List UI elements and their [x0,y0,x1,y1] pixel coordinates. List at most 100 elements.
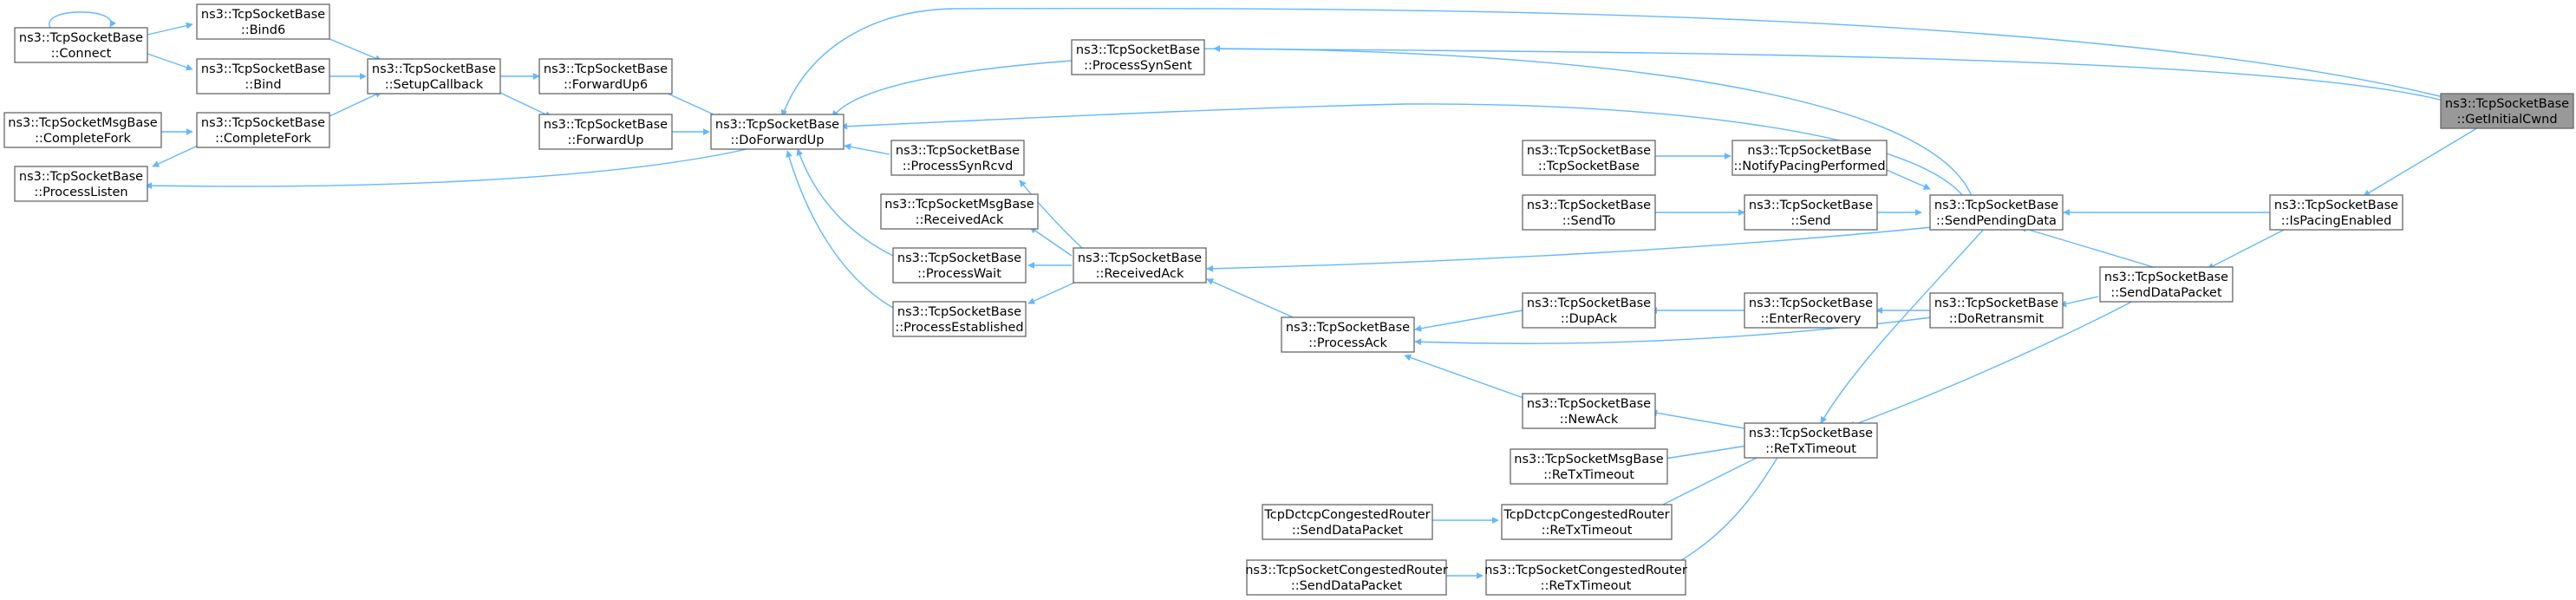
node-processack[interactable]: ns3::TcpSocketBase ::ProcessAck [1281,316,1415,353]
node-processwait-line2: ::ProcessWait [917,267,1001,281]
node-forwardup[interactable]: ns3::TcpSocketBase ::ForwardUp [538,114,673,150]
node-sendto-line2: ::SendTo [1562,214,1616,228]
node-retxtimeout[interactable]: ns3::TcpSocketBase ::ReTxTimeout [1744,422,1878,459]
edge-dupack-to-processack [1414,310,1523,332]
node-doforwardup[interactable]: ns3::TcpSocketBase ::DoForwardUp [710,114,845,150]
edge-sendpendingdata-to-processsynsent [1213,45,1973,197]
node-completefork[interactable]: ns3::TcpSocketBase ::CompleteFork [196,112,330,148]
node-enterrecovery[interactable]: ns3::TcpSocketBase ::EnterRecovery [1744,292,1878,329]
node-setupcallback[interactable]: ns3::TcpSocketBase ::SetupCallback [367,58,501,95]
node-newack[interactable]: ns3::TcpSocketBase ::NewAck [1522,393,1656,429]
node-enterrecovery-line2: ::EnterRecovery [1761,312,1862,326]
node-sendpendingdata[interactable]: ns3::TcpSocketBase ::SendPendingData [1929,194,2064,231]
node-receivedack-line2: ::ReceivedAck [1096,267,1184,281]
node-processestablished[interactable]: ns3::TcpSocketBase ::ProcessEstablished [892,301,1027,337]
edge-senddatapacket-to-retxtimeout [1848,296,2142,428]
node-doretransmit[interactable]: ns3::TcpSocketBase ::DoRetransmit [1929,292,2064,329]
node-bind6-line1: ns3::TcpSocketBase [201,8,325,22]
node-tcpsocketbase-line2: ::TcpSocketBase [1538,160,1640,173]
node-processlisten[interactable]: ns3::TcpSocketBase ::ProcessListen [14,166,148,202]
node-msg-receivedack-line1: ns3::TcpSocketMsgBase [884,198,1034,212]
node-senddatapacket[interactable]: ns3::TcpSocketBase ::SendDataPacket [2099,266,2234,303]
node-receivedack-line1: ns3::TcpSocketBase [1078,251,1202,265]
node-connect[interactable]: ns3::TcpSocketBase ::Connect [14,27,148,63]
edge-getinitialcwnd-to-ispacingenabled [2363,121,2489,197]
node-send[interactable]: ns3::TcpSocketBase ::Send [1744,194,1878,231]
edge-setupcallback-to-forwardup [498,91,552,118]
edge-processsynsent-to-doforwardup [831,60,1073,118]
node-msg-retxtimeout-line2: ::ReTxTimeout [1543,468,1634,482]
node-setupcallback-line2: ::SetupCallback [385,78,484,92]
node-congested-senddatapacket[interactable]: ns3::TcpSocketCongestedRouter ::SendData… [1245,559,1448,596]
node-processsynrcvd[interactable]: ns3::TcpSocketBase ::ProcessSynRcvd [890,140,1025,176]
node-doforwardup-line1: ns3::TcpSocketBase [715,118,839,132]
node-processack-line2: ::ProcessAck [1308,336,1387,350]
edge-newack-to-processack [1404,354,1527,400]
node-send-line2: ::Send [1790,214,1830,228]
node-setupcallback-line1: ns3::TcpSocketBase [372,62,496,76]
node-dctcp-senddatapacket-line2: ::SendDataPacket [1292,524,1404,538]
node-ispacingenabled-line1: ns3::TcpSocketBase [2274,199,2398,212]
node-sendto-line1: ns3::TcpSocketBase [1527,199,1651,212]
node-processsynrcvd-line1: ns3::TcpSocketBase [896,144,1020,158]
edge-bind6-to-setupcallback [329,38,382,62]
node-completefork-line1: ns3::TcpSocketBase [201,116,325,130]
node-receivedack[interactable]: ns3::TcpSocketBase ::ReceivedAck [1073,247,1207,284]
node-processestablished-line1: ns3::TcpSocketBase [897,305,1021,319]
node-processsynrcvd-line2: ::ProcessSynRcvd [903,160,1014,173]
node-bind[interactable]: ns3::TcpSocketBase ::Bind [196,58,330,95]
node-send-line1: ns3::TcpSocketBase [1749,199,1873,212]
node-msg-receivedack-line2: ::ReceivedAck [916,213,1004,227]
node-senddatapacket-line2: ::SendDataPacket [2110,286,2222,300]
edge-receivedack-to-processestablished [1027,278,1083,304]
node-msg-retxtimeout[interactable]: ns3::TcpSocketMsgBase ::ReTxTimeout [1510,448,1668,485]
node-dupack[interactable]: ns3::TcpSocketBase ::DupAck [1522,292,1656,329]
edges [49,7,2489,579]
node-getinitialcwnd[interactable]: ns3::TcpSocketBase ::GetInitialCwnd [2440,93,2574,129]
node-processsynsent[interactable]: ns3::TcpSocketBase ::ProcessSynSent [1071,39,1205,75]
node-tcpsocketbase-line1: ns3::TcpSocketBase [1527,144,1651,158]
node-dctcp-retxtimeout-line2: ::ReTxTimeout [1542,524,1633,538]
node-congested-retxtimeout[interactable]: ns3::TcpSocketCongestedRouter ::ReTxTime… [1484,559,1687,596]
node-forwardup-line1: ns3::TcpSocketBase [544,118,668,132]
node-processwait[interactable]: ns3::TcpSocketBase ::ProcessWait [892,247,1027,284]
node-newack-line1: ns3::TcpSocketBase [1527,397,1651,411]
node-dupack-line1: ns3::TcpSocketBase [1527,297,1651,310]
node-bind-line1: ns3::TcpSocketBase [201,62,325,76]
edge-msgretxtimeout-to-retxtimeout [1659,441,1759,460]
node-dctcp-retxtimeout[interactable]: TcpDctcpCongestedRouter ::ReTxTimeout [1501,504,1673,540]
node-notifypacingperformed[interactable]: ns3::TcpSocketBase ::NotifyPacingPerform… [1731,140,1888,176]
node-ispacingenabled[interactable]: ns3::TcpSocketBase ::IsPacingEnabled [2269,194,2403,231]
node-retxtimeout-line2: ::ReTxTimeout [1765,442,1856,456]
edge-processack-to-receivedack [1206,278,1298,320]
node-connect-line2: ::Connect [51,47,112,61]
node-getinitialcwnd-line1: ns3::TcpSocketBase [2445,97,2569,111]
edge-senddatapacket-to-sendpendingdata [2019,225,2160,270]
edge-getinitialcwnd-to-doforwardup-top [780,7,2444,117]
node-processack-line1: ns3::TcpSocketBase [1286,321,1410,335]
node-ispacingenabled-line2: ::IsPacingEnabled [2281,214,2392,228]
node-msg-completefork[interactable]: ns3::TcpSocketMsgBase ::CompleteFork [3,112,162,148]
edge-senddatapacket-to-doretransmit [2059,296,2099,308]
node-doforwardup-line2: ::DoForwardUp [731,134,825,147]
node-msg-receivedack[interactable]: ns3::TcpSocketMsgBase ::ReceivedAck [880,193,1039,230]
node-dupack-line2: ::DupAck [1561,312,1618,326]
edge-doforwardup-to-processlisten [145,147,755,190]
edge-retxtimeout-to-newack [1650,409,1745,429]
node-tcpsocketbase[interactable]: ns3::TcpSocketBase ::TcpSocketBase [1522,140,1656,176]
node-forwardup6[interactable]: ns3::TcpSocketBase ::ForwardUp6 [538,58,673,95]
edge-sendpendingdata-to-retxtimeout [1820,226,1986,424]
node-retxtimeout-line1: ns3::TcpSocketBase [1749,427,1873,440]
node-senddatapacket-line1: ns3::TcpSocketBase [2104,271,2228,284]
node-sendto[interactable]: ns3::TcpSocketBase ::SendTo [1522,194,1656,231]
node-dctcp-retxtimeout-line1: TcpDctcpCongestedRouter [1503,508,1669,522]
edge-connect-self [49,11,117,29]
node-dctcp-senddatapacket[interactable]: TcpDctcpCongestedRouter ::SendDataPacket [1262,504,1433,540]
edge-notifypacing-to-sendpendingdata [1886,169,1931,190]
node-connect-line1: ns3::TcpSocketBase [19,31,143,45]
node-notifypacingperformed-line1: ns3::TcpSocketBase [1747,144,1871,158]
node-bind6-line2: ::Bind6 [241,23,285,37]
node-dctcp-senddatapacket-line1: TcpDctcpCongestedRouter [1263,508,1430,522]
node-bind6[interactable]: ns3::TcpSocketBase ::Bind6 [196,3,330,40]
